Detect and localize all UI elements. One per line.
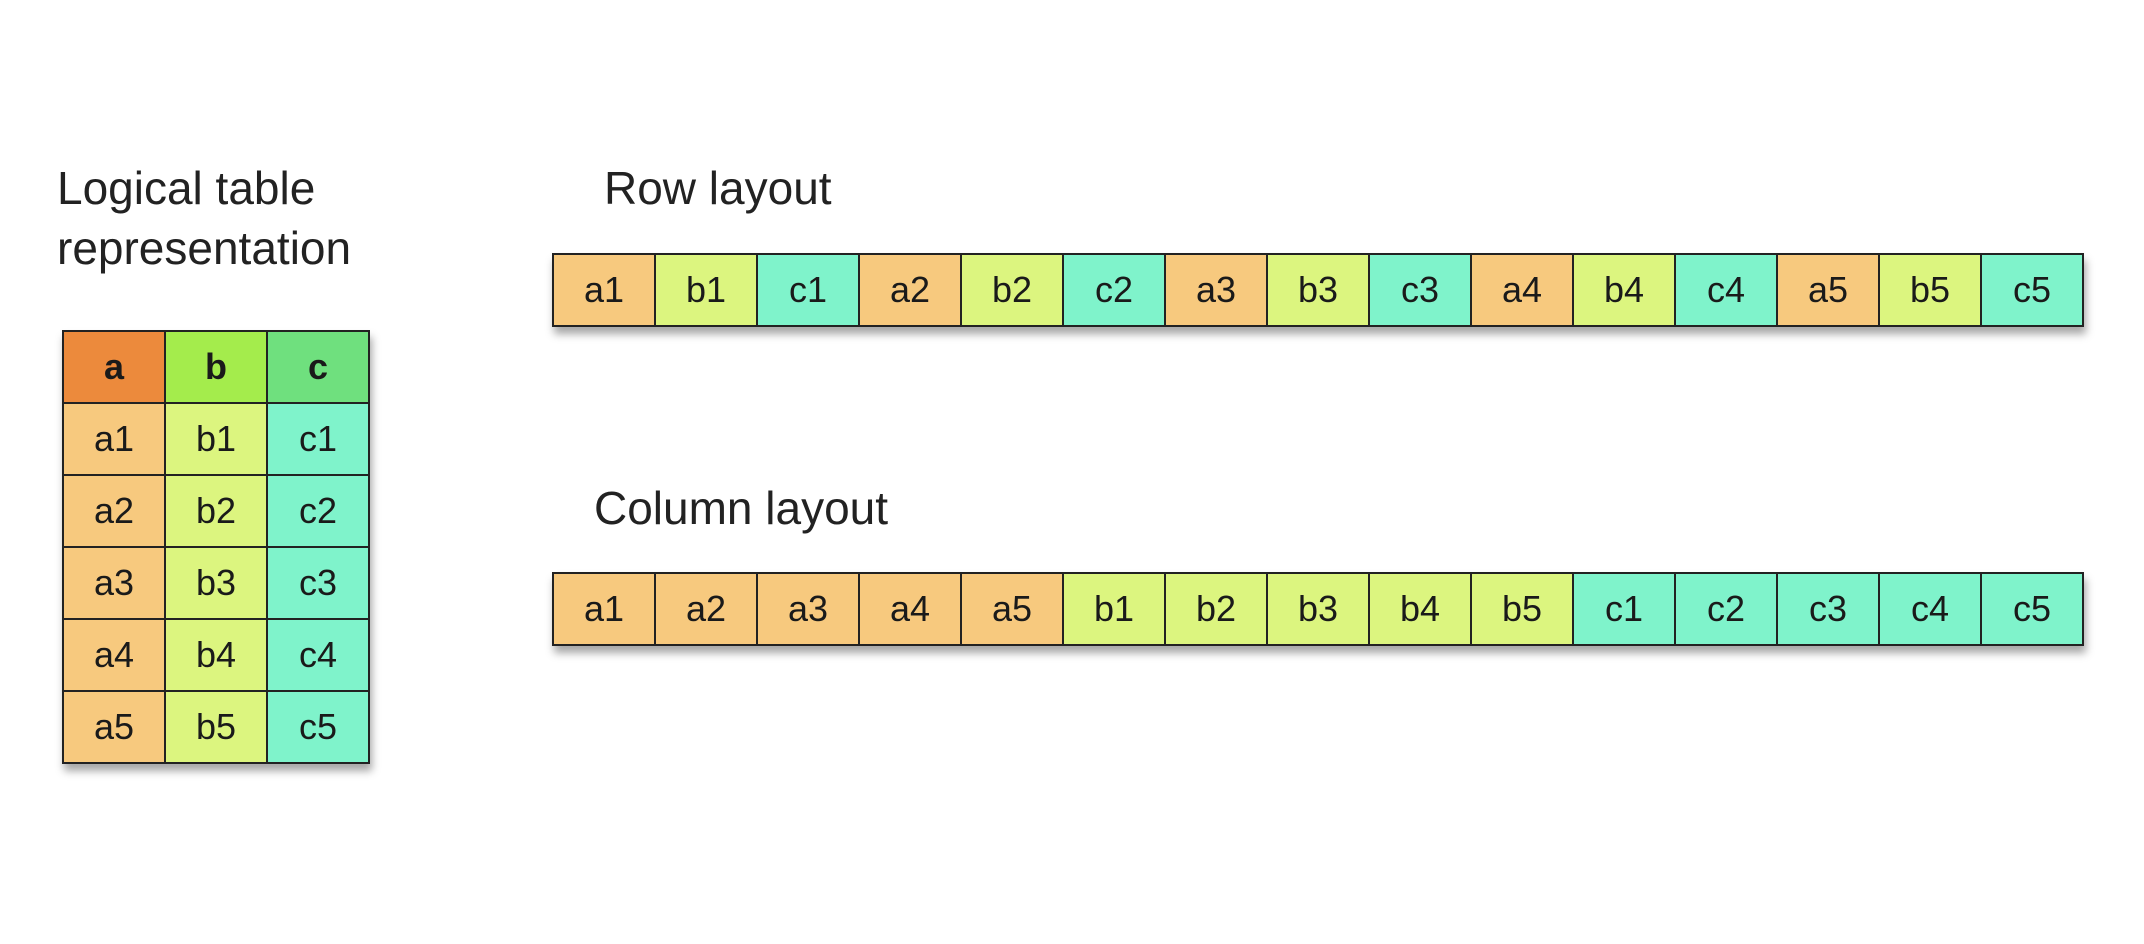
column-layout-strip: a1 a2 a3 a4 a5 b1 b2 b3 b4 b5 c1 c2 c3 c… [552, 572, 2084, 646]
table-row: a2 b2 c2 [62, 474, 370, 548]
column-layout-cell: c2 [1676, 574, 1778, 644]
table-row: a4 b4 c4 [62, 618, 370, 692]
table-cell: b1 [164, 402, 268, 476]
row-layout-cell: b3 [1268, 255, 1370, 325]
logical-table-header-row: a b c [62, 330, 370, 404]
table-cell: b4 [164, 618, 268, 692]
table-cell: b2 [164, 474, 268, 548]
row-layout-cell: b4 [1574, 255, 1676, 325]
row-layout-strip: a1 b1 c1 a2 b2 c2 a3 b3 c3 a4 b4 c4 a5 b… [552, 253, 2084, 327]
column-layout-title: Column layout [594, 482, 889, 534]
row-layout-cell: b1 [656, 255, 758, 325]
row-layout-cell: a1 [554, 255, 656, 325]
column-layout-cell: c1 [1574, 574, 1676, 644]
table-cell: c3 [266, 546, 370, 620]
table-row: a5 b5 c5 [62, 690, 370, 764]
table-cell: a2 [62, 474, 166, 548]
table-cell: b5 [164, 690, 268, 764]
logical-table-title: Logical table representation [57, 158, 351, 278]
header-a: a [62, 330, 166, 404]
header-b: b [164, 330, 268, 404]
logical-table-title-line2: representation [57, 222, 352, 274]
row-layout-cell: c3 [1370, 255, 1472, 325]
row-layout-cell: b2 [962, 255, 1064, 325]
row-layout-cell: c2 [1064, 255, 1166, 325]
column-layout-cell: c4 [1880, 574, 1982, 644]
row-layout-cell: c1 [758, 255, 860, 325]
column-layout-cell: a1 [554, 574, 656, 644]
column-layout-cell: b5 [1472, 574, 1574, 644]
row-layout-cell: a2 [860, 255, 962, 325]
table-cell: a3 [62, 546, 166, 620]
column-layout-cell: b2 [1166, 574, 1268, 644]
table-cell: a4 [62, 618, 166, 692]
column-layout-cell: a4 [860, 574, 962, 644]
row-layout-cell: a5 [1778, 255, 1880, 325]
row-layout-cell: a3 [1166, 255, 1268, 325]
header-c: c [266, 330, 370, 404]
column-layout-cell: c5 [1982, 574, 2082, 644]
row-layout-cell: b5 [1880, 255, 1982, 325]
column-layout-cell: b1 [1064, 574, 1166, 644]
column-layout-cell: c3 [1778, 574, 1880, 644]
column-layout-cell: b4 [1370, 574, 1472, 644]
column-layout-cell: a3 [758, 574, 860, 644]
row-layout-cell: a4 [1472, 255, 1574, 325]
logical-table-title-line1: Logical table [57, 162, 316, 214]
row-layout-title: Row layout [604, 162, 832, 214]
column-layout-cell: a2 [656, 574, 758, 644]
table-cell: c5 [266, 690, 370, 764]
table-row: a1 b1 c1 [62, 402, 370, 476]
logical-table: a b c a1 b1 c1 a2 b2 c2 a3 b3 c3 a4 b4 c… [62, 330, 370, 764]
table-cell: a1 [62, 402, 166, 476]
table-cell: c4 [266, 618, 370, 692]
table-cell: a5 [62, 690, 166, 764]
table-cell: b3 [164, 546, 268, 620]
table-cell: c1 [266, 402, 370, 476]
table-cell: c2 [266, 474, 370, 548]
row-layout-cell: c4 [1676, 255, 1778, 325]
column-layout-cell: b3 [1268, 574, 1370, 644]
table-row: a3 b3 c3 [62, 546, 370, 620]
column-layout-cell: a5 [962, 574, 1064, 644]
row-layout-cell: c5 [1982, 255, 2082, 325]
